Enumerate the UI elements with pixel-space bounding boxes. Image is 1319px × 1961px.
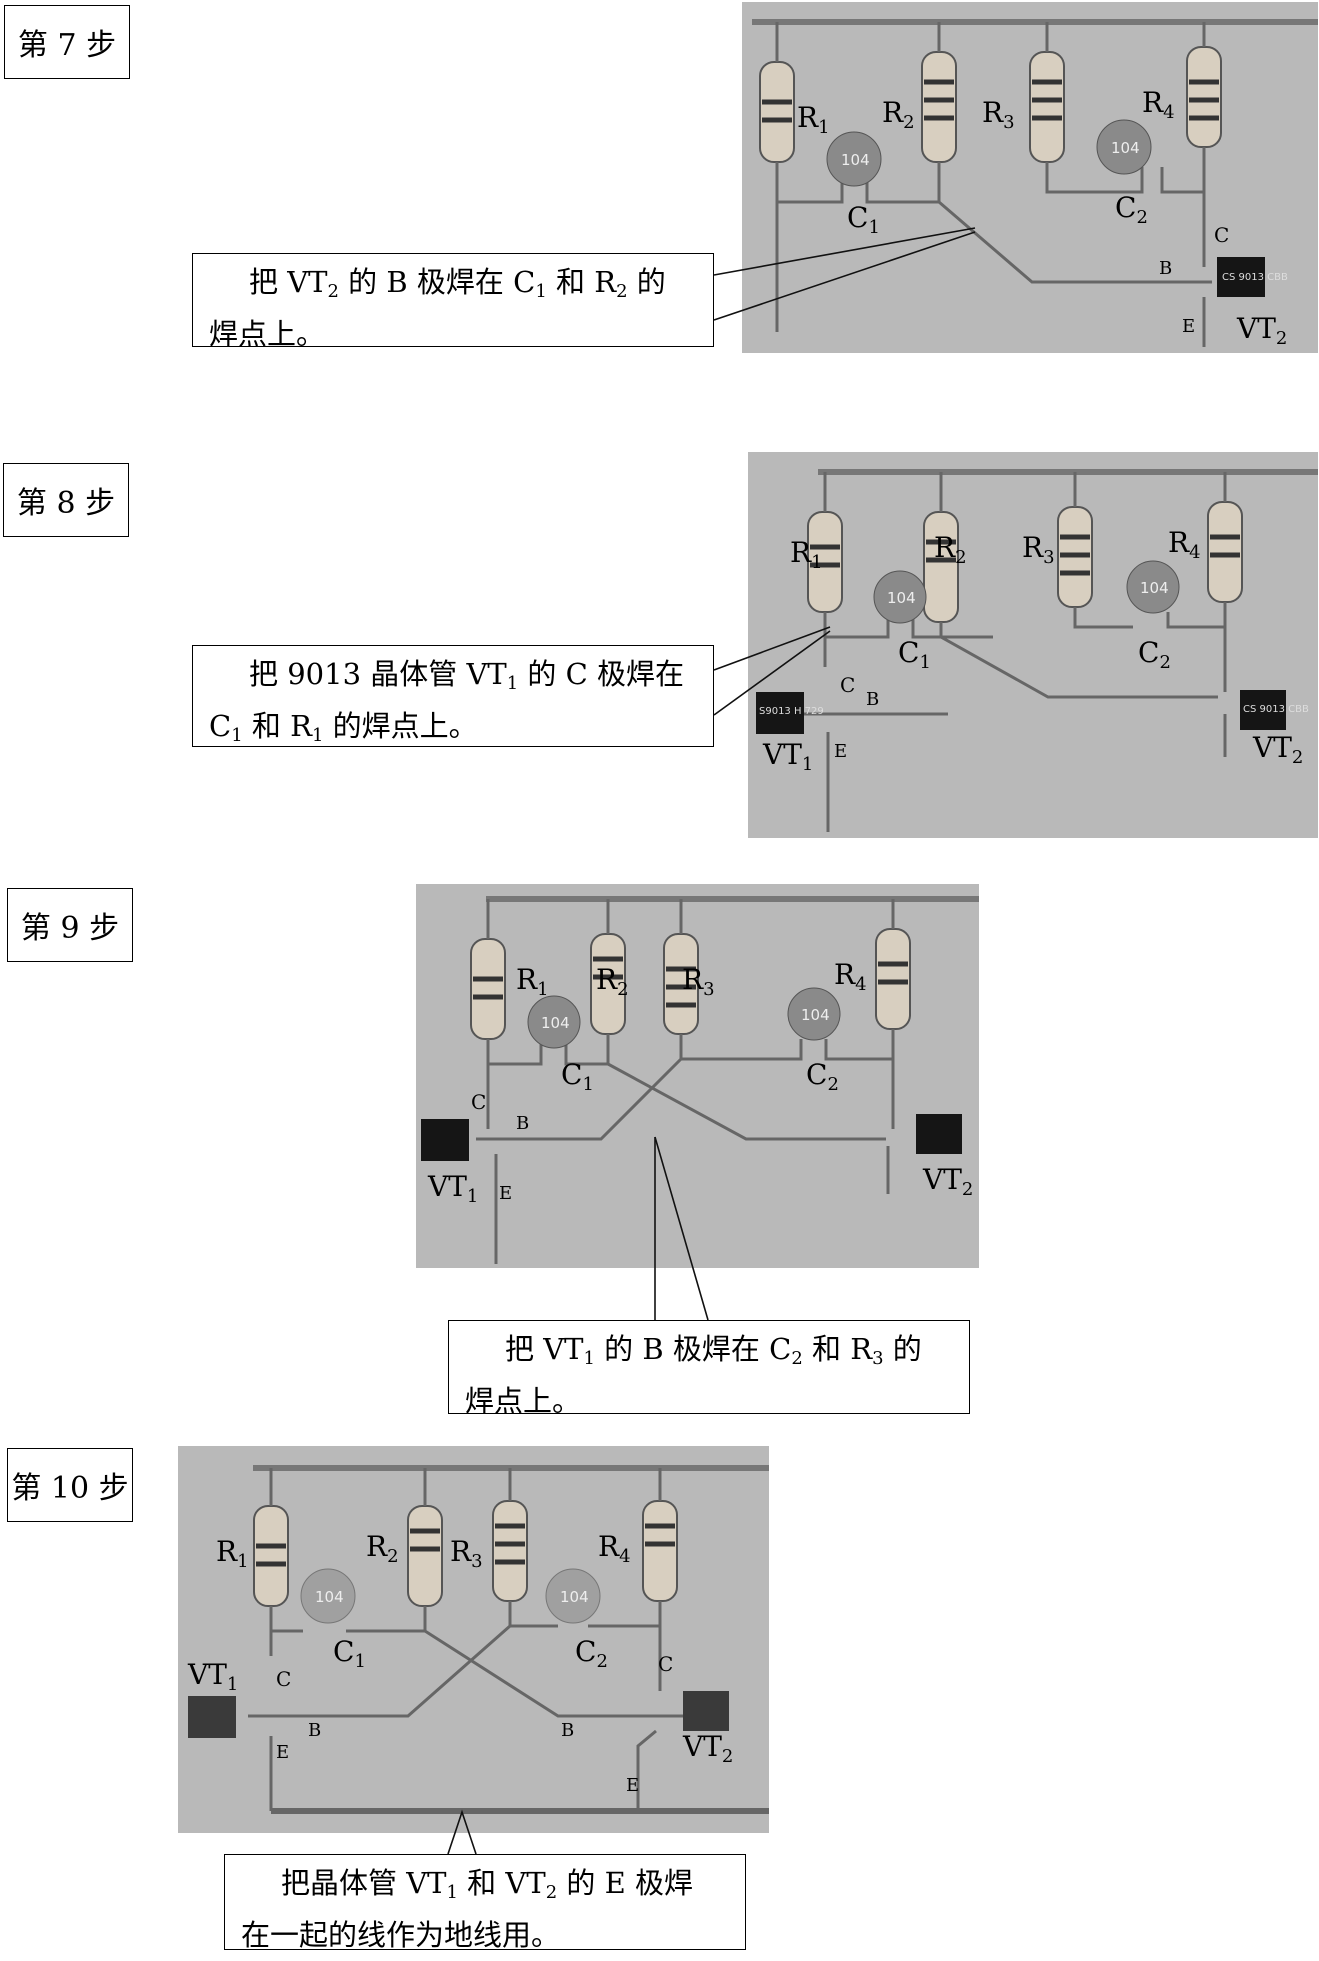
step-8-label: 第 8 步 bbox=[3, 463, 129, 537]
step-10-label-r3: R3 bbox=[450, 1535, 483, 1572]
step-10-pin-b2: B bbox=[561, 1720, 574, 1741]
step-7-label-r3: R3 bbox=[982, 96, 1015, 133]
step-7-cap1-value: 104 bbox=[841, 151, 870, 169]
step-10-callout-line2: 在一起的线作为地线用。 bbox=[241, 1918, 561, 1952]
step-10-callout-line1: 把晶体管 VT1 和 VT2 的 E 极焊 bbox=[281, 1866, 693, 1903]
step-9-callout-line1: 把 VT1 的 B 极焊在 C2 和 R3 的 bbox=[505, 1332, 922, 1369]
step-7-cap2-value: 104 bbox=[1111, 139, 1140, 157]
step-8-label-r1: R1 bbox=[790, 536, 823, 573]
step-10-label-c1: C1 bbox=[333, 1635, 366, 1672]
step-7-pin-e: E bbox=[1182, 316, 1195, 337]
step-7-label: 第 7 步 bbox=[4, 5, 130, 79]
step-9-pin-b: B bbox=[516, 1113, 529, 1134]
step-9-label: 第 9 步 bbox=[7, 888, 133, 962]
step-10-cap2-value: 104 bbox=[560, 1588, 589, 1606]
step-9-pin-c: C bbox=[471, 1090, 486, 1114]
step-10-label: 第 10 步 bbox=[7, 1448, 133, 1522]
step-8-label-r4: R4 bbox=[1168, 526, 1201, 563]
step-7-transistor-marking: CS 9013 CBB bbox=[1222, 272, 1288, 283]
step-8-callout-line2: C1 和 R1 的焊点上。 bbox=[209, 709, 478, 746]
step-7-circuit-image: 104 104 CS 9013 CBB R1 R2 R3 R4 C1 C2 C … bbox=[752, 19, 1318, 349]
step-9-label-c2: C2 bbox=[806, 1058, 839, 1095]
step-7-photo: 104 104 CS 9013 CBB R1 R2 R3 R4 C1 C2 C … bbox=[742, 2, 1318, 353]
step-8-label-c2: C2 bbox=[1138, 636, 1171, 673]
step-9-cap1-value: 104 bbox=[541, 1014, 570, 1032]
step-9-label-r1: R1 bbox=[516, 963, 549, 1000]
step-8-label-vt2: VT2 bbox=[1252, 731, 1303, 768]
step-7-callout-line2: 焊点上。 bbox=[209, 317, 326, 351]
step-8-callout-line1: 把 9013 晶体管 VT1 的 C 极焊在 bbox=[249, 657, 685, 694]
step-10-label-r2: R2 bbox=[366, 1530, 399, 1567]
step-8-pin-b: B bbox=[866, 689, 879, 710]
step-10-pin-c1: C bbox=[276, 1667, 291, 1691]
step-10-pin-e2: E bbox=[626, 1775, 639, 1796]
step-9-callout: 把 VT1 的 B 极焊在 C2 和 R3 的 焊点上。 bbox=[448, 1320, 970, 1418]
step-10-photo: 104 104 R1 R2 R3 R4 C1 C2 VT1 C B E B C … bbox=[178, 1446, 769, 1833]
step-10-pin-b1: B bbox=[308, 1720, 321, 1741]
step-10-label-r4: R4 bbox=[598, 1530, 631, 1567]
step-9-label-r3: R3 bbox=[682, 963, 715, 1000]
step-8-vt1-marking: S9013 H 729 bbox=[759, 706, 824, 717]
step-7-label-r1: R1 bbox=[797, 101, 830, 138]
step-8-vt2-marking: CS 9013 CBB bbox=[1243, 704, 1309, 715]
step-10-pin-c2: C bbox=[658, 1652, 673, 1676]
step-10-label-vt1: VT1 bbox=[187, 1658, 238, 1695]
step-9-photo: 104 104 R1 R2 R3 R4 C1 C2 C B E VT1 VT2 bbox=[416, 884, 979, 1268]
step-9-pin-e: E bbox=[499, 1183, 512, 1204]
step-8-label-r3: R3 bbox=[1022, 531, 1055, 568]
step-10-label-r1: R1 bbox=[216, 1535, 249, 1572]
step-8-label-r2: R2 bbox=[934, 531, 967, 568]
step-8-photo: 104 104 S9013 H 729 CS 9013 CBB R1 R2 R3… bbox=[748, 452, 1318, 838]
step-9-cap2-value: 104 bbox=[801, 1006, 830, 1024]
step-8-cap1-value: 104 bbox=[887, 589, 916, 607]
step-9-label-vt1: VT1 bbox=[427, 1170, 478, 1207]
step-10-label-vt2: VT2 bbox=[682, 1730, 733, 1767]
step-8-circuit-image: 104 104 S9013 H 729 CS 9013 CBB R1 R2 R3… bbox=[756, 469, 1318, 832]
step-9-circuit-image: 104 104 R1 R2 R3 R4 C1 C2 C B E VT1 VT2 bbox=[421, 896, 979, 1264]
step-10-circuit-image: 104 104 R1 R2 R3 R4 C1 C2 VT1 C B E B C … bbox=[187, 1465, 769, 1814]
step-7-pin-b: B bbox=[1159, 258, 1172, 279]
step-8-pin-e: E bbox=[834, 741, 847, 762]
step-7-label-c1: C1 bbox=[847, 201, 880, 238]
step-9-label-r2: R2 bbox=[596, 963, 629, 1000]
step-8-cap2-value: 104 bbox=[1140, 579, 1169, 597]
step-9-callout-line2: 焊点上。 bbox=[465, 1384, 582, 1418]
step-10-cap1-value: 104 bbox=[315, 1588, 344, 1606]
step-7-callout-line1: 把 VT2 的 B 极焊在 C1 和 R2 的 bbox=[249, 265, 666, 302]
step-10-pin-e1: E bbox=[276, 1742, 289, 1763]
step-7-callout: 把 VT2 的 B 极焊在 C1 和 R2 的 焊点上。 bbox=[192, 253, 714, 351]
step-8-callout: 把 9013 晶体管 VT1 的 C 极焊在 C1 和 R1 的焊点上。 bbox=[192, 645, 714, 747]
step-7-label-r4: R4 bbox=[1142, 86, 1175, 123]
step-9-label-r4: R4 bbox=[834, 958, 867, 995]
step-7-pin-c: C bbox=[1214, 223, 1229, 247]
step-10-callout: 把晶体管 VT1 和 VT2 的 E 极焊 在一起的线作为地线用。 bbox=[224, 1854, 746, 1952]
step-8-label-c1: C1 bbox=[898, 636, 931, 673]
step-8-pin-c: C bbox=[840, 673, 855, 697]
step-7-label-c2: C2 bbox=[1115, 191, 1148, 228]
step-8-label-vt1: VT1 bbox=[762, 738, 813, 775]
step-9-label-c1: C1 bbox=[561, 1058, 594, 1095]
step-9-label-vt2: VT2 bbox=[922, 1163, 973, 1200]
step-7-label-vt2: VT2 bbox=[1236, 312, 1287, 349]
step-7-label-r2: R2 bbox=[882, 96, 915, 133]
step-10-label-c2: C2 bbox=[575, 1635, 608, 1672]
